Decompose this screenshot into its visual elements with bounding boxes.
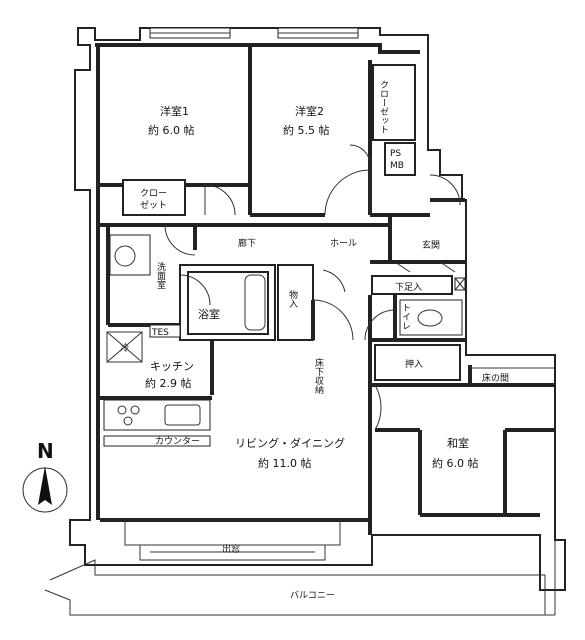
closet-pushin-label: 押入 [405, 358, 423, 370]
ps-label: PS [390, 149, 401, 159]
counter-label: カウンター [155, 436, 200, 447]
fridge-label: 冷 [120, 342, 129, 354]
tes-label: TES [151, 328, 169, 338]
bay-window [124, 520, 341, 561]
toilet-label: トイレ [400, 303, 411, 330]
entrance-label: 玄関 [422, 239, 440, 251]
japanese-size: 約 6.0 帖 [432, 456, 479, 470]
storage-small-label: 物入 [287, 289, 298, 308]
kitchen-fixtures [103, 324, 211, 447]
japanese-name: 和室 [447, 436, 469, 450]
compass: N [22, 439, 68, 513]
living-name: リビング・ダイニング [235, 436, 345, 450]
closet-left-label-2: ゼット [140, 199, 167, 211]
washroom-label: 洗面室 [155, 261, 166, 289]
mb-label: MB [390, 161, 404, 171]
compass-north-label: N [37, 439, 54, 463]
western1-name: 洋室1 [160, 104, 189, 118]
western2-name: 洋室2 [295, 104, 324, 118]
kitchen-name: キッチン [150, 360, 194, 373]
western2-size: 約 5.5 帖 [283, 123, 330, 137]
floor-storage-label: 床下収納 [313, 357, 324, 395]
kitchen-size: 約 2.9 帖 [145, 376, 192, 390]
hall-label: ホール [330, 238, 357, 249]
bath-label: 浴室 [198, 307, 220, 321]
balcony-label: バルコニー [290, 590, 335, 601]
tokonoma-label: 床の間 [482, 372, 509, 384]
shoebox-label: 下足入 [395, 282, 422, 293]
partitions [100, 45, 555, 535]
corridor-label: 廊下 [238, 237, 256, 249]
doors [164, 144, 461, 431]
living-size: 約 11.0 帖 [258, 456, 312, 470]
balcony-outline [44, 540, 556, 616]
bay-window-label: 出窓 [222, 543, 240, 555]
closet-right-label: クローゼット [378, 80, 389, 134]
closet-left-label-1: クロー [140, 188, 167, 199]
outer-walls [69, 27, 566, 591]
western1-size: 約 6.0 帖 [148, 123, 195, 137]
wet-fixtures [109, 234, 466, 336]
